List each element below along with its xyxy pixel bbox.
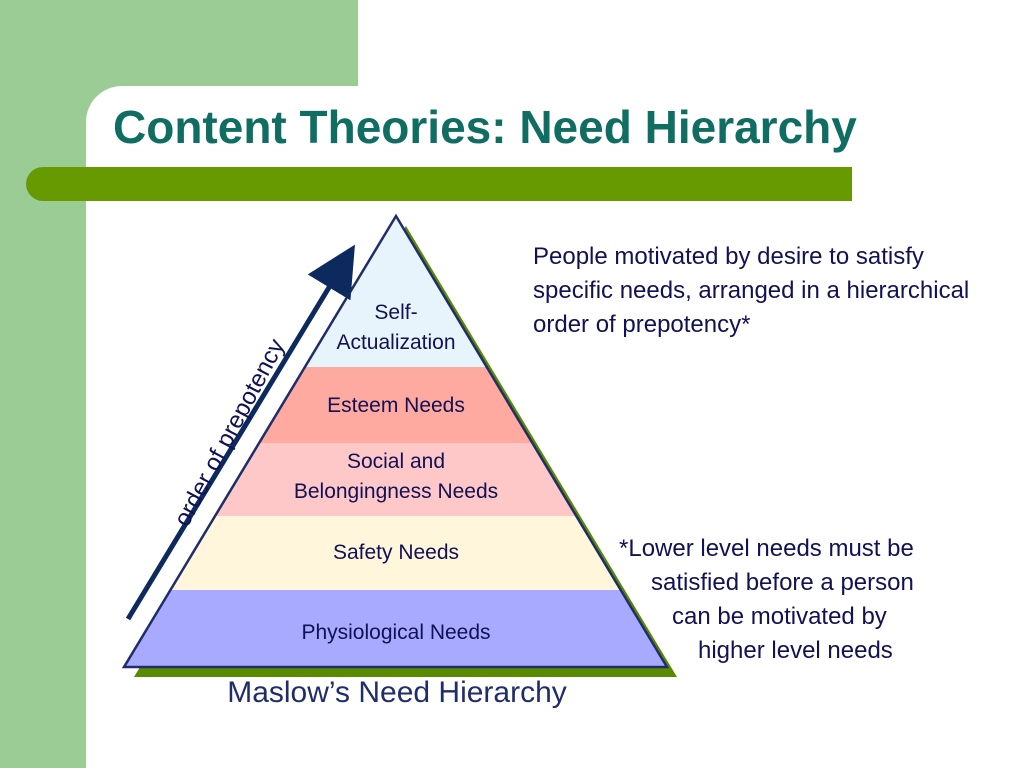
level-band-safety [124,516,667,590]
footnote-line: satisfied before a person [651,569,914,596]
level-label-line: Safety Needs [332,541,460,564]
level-label-safety: Safety Needs [256,538,536,568]
left-decor-band [0,0,86,768]
description-text: People motivated by desire to satisfy sp… [533,243,970,338]
level-label-physiological: Physiological Needs [256,618,536,648]
level-label-self-actualization: Self- Actualization [256,298,536,358]
footnote-line: higher level needs [698,637,893,664]
level-label-line: Self- [374,301,418,324]
level-label-line: Actualization [336,331,456,354]
diagram-caption: Maslow’s Need Hierarchy [227,676,567,709]
level-label-line: Esteem Needs [327,394,465,417]
level-label-line: Physiological Needs [301,621,491,644]
footnote-line: *Lower level needs must be [619,535,914,562]
title-underline-bar [26,167,852,201]
footnote-line: can be motivated by [672,603,887,630]
level-band-physiological [124,590,667,667]
level-label-social: Social and Belongingness Needs [256,447,536,507]
level-label-line: Social and [346,450,446,473]
prepotency-arrow [125,244,355,621]
slide-title: Content Theories: Need Hierarchy [113,101,857,153]
level-label-line: Belongingness Needs [293,480,499,503]
level-label-esteem: Esteem Needs [256,391,536,421]
pyramid-outline [121,213,670,669]
